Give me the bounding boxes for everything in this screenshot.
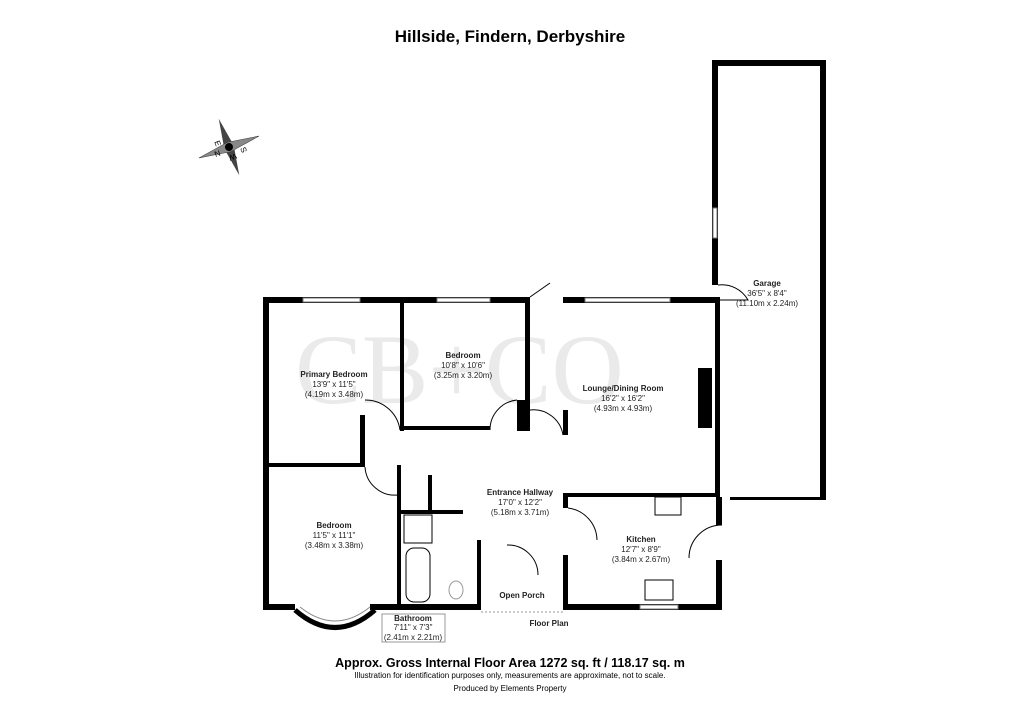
floor-label: Floor Plan [529,619,568,628]
room-kitchen: Kitchen 12'7" x 8'9" (3.84m x 2.67m) [612,535,671,564]
svg-text:Lounge/Dining Room: Lounge/Dining Room [583,384,664,393]
floor-area: Approx. Gross Internal Floor Area 1272 s… [335,656,685,670]
svg-text:Garage: Garage [753,279,781,288]
svg-text:N: N [213,149,222,160]
svg-text:(4.19m x 3.48m): (4.19m x 3.48m) [305,390,364,399]
svg-text:11'5" x 11'1": 11'5" x 11'1" [313,531,356,540]
compass-icon: E N S W [198,118,260,176]
svg-text:(3.48m x 3.38m): (3.48m x 3.38m) [305,541,364,550]
svg-text:(2.41m x 2.21m): (2.41m x 2.21m) [384,633,443,642]
walls [263,60,826,630]
room-hallway: Entrance Hallway 17'0" x 12'2" (5.18m x … [487,488,554,517]
svg-text:12'7" x 8'9": 12'7" x 8'9" [621,545,661,554]
svg-text:16'2" x 16'2": 16'2" x 16'2" [601,394,645,403]
svg-text:10'8" x 10'6": 10'8" x 10'6" [441,361,485,370]
room-garage: Garage 36'5" x 8'4" (11.10m x 2.24m) [736,279,798,308]
svg-text:Kitchen: Kitchen [626,535,655,544]
svg-text:13'9" x 11'5": 13'9" x 11'5" [312,380,355,389]
svg-text:S: S [238,146,248,154]
room-bedroom-3: Bedroom 11'5" x 11'1" (3.48m x 3.38m) [305,521,364,550]
room-primary-bedroom: Primary Bedroom 13'9" x 11'5" (4.19m x 3… [300,370,367,399]
watermark: CB+CO [295,314,624,425]
disclaimer: Illustration for identification purposes… [354,671,665,680]
room-bedroom-2: Bedroom 10'8" x 10'6" (3.25m x 3.20m) [434,351,493,380]
svg-text:E: E [212,139,222,147]
svg-text:W: W [227,151,238,162]
svg-text:Bathroom: Bathroom [394,614,432,623]
svg-text:36'5" x 8'4": 36'5" x 8'4" [747,289,787,298]
svg-text:(3.84m x 2.67m): (3.84m x 2.67m) [612,555,671,564]
room-bathroom: Bathroom 7'11" x 7'3" (2.41m x 2.21m) [381,613,446,643]
svg-text:(11.10m x 2.24m): (11.10m x 2.24m) [736,299,798,308]
svg-text:7'11" x 7'3": 7'11" x 7'3" [394,623,433,632]
svg-text:Bedroom: Bedroom [445,351,480,360]
svg-text:Bedroom: Bedroom [316,521,351,530]
producer-credit: Produced by Elements Property [454,684,567,693]
room-lounge: Lounge/Dining Room 16'2" x 16'2" (4.93m … [583,384,664,413]
svg-text:(5.18m x 3.71m): (5.18m x 3.71m) [491,508,550,517]
svg-text:Entrance Hallway: Entrance Hallway [487,488,554,497]
svg-text:Primary Bedroom: Primary Bedroom [300,370,367,379]
svg-text:(4.93m x 4.93m): (4.93m x 4.93m) [594,404,653,413]
room-open-porch: Open Porch [499,591,544,600]
svg-text:(3.25m x 3.20m): (3.25m x 3.20m) [434,371,493,380]
page-title: Hillside, Findern, Derbyshire [395,27,626,46]
svg-text:17'0" x 12'2": 17'0" x 12'2" [498,498,542,507]
